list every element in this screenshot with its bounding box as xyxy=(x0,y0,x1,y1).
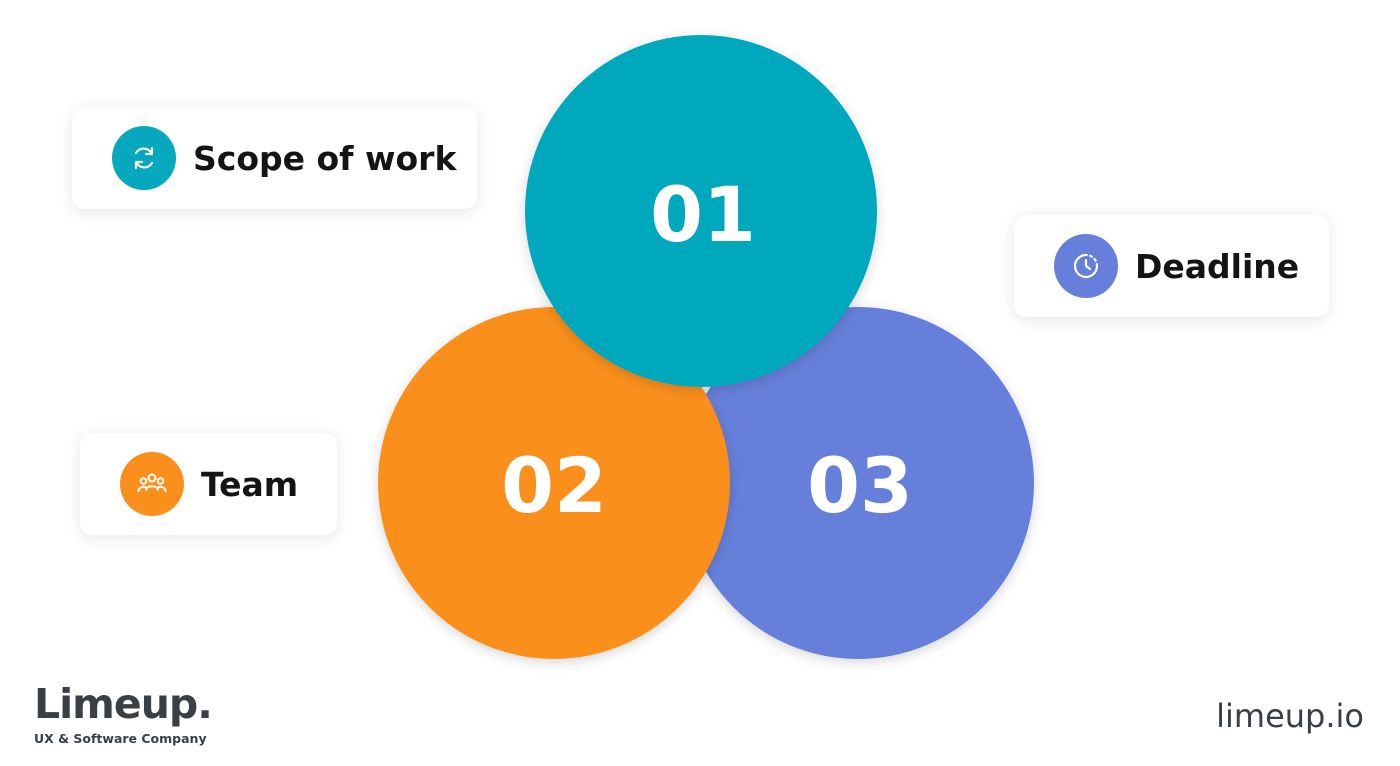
website-link[interactable]: limeup.io xyxy=(1216,697,1364,735)
team-card: Team xyxy=(80,433,337,535)
brand-name: Limeup. xyxy=(34,680,213,728)
circle-01-number: 01 xyxy=(650,170,756,259)
people-icon xyxy=(120,452,184,516)
deadline-card: Deadline xyxy=(1014,215,1329,317)
team-label: Team xyxy=(201,464,299,504)
scope-of-work-card: Scope of work xyxy=(72,107,477,209)
deadline-label: Deadline xyxy=(1135,246,1300,286)
circle-02-number: 02 xyxy=(501,441,607,530)
brand-logo: Limeup. UX & Software Company xyxy=(34,680,213,747)
scope-of-work-label: Scope of work xyxy=(193,138,457,178)
circle-01 xyxy=(525,35,877,387)
circle-03 xyxy=(682,307,1034,659)
circle-02 xyxy=(378,307,730,659)
refresh-icon xyxy=(112,126,176,190)
brand-tagline: UX & Software Company xyxy=(34,731,207,746)
clock-icon xyxy=(1054,234,1118,298)
circle-03-number: 03 xyxy=(807,441,913,530)
